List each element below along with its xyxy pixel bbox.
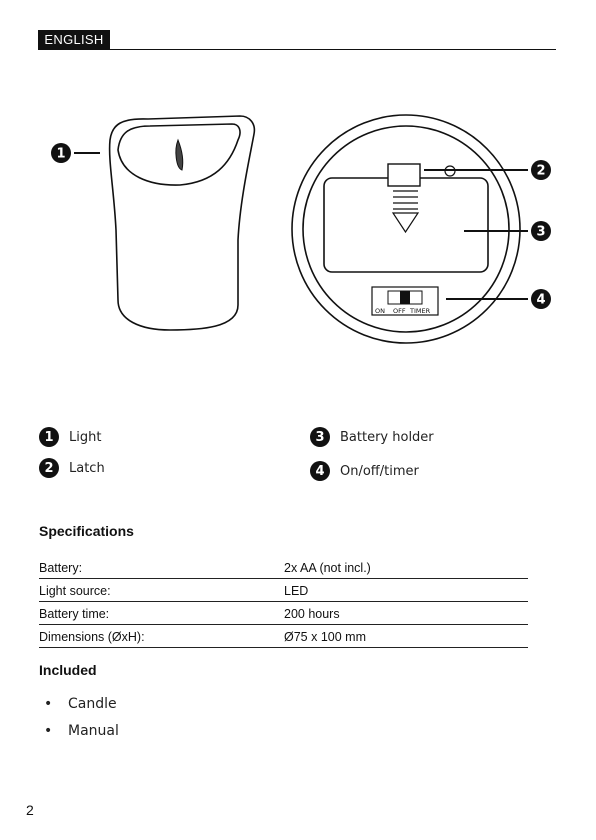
legend-item-on-off-timer: 4 On/off/timer [310, 460, 419, 482]
spec-label: Battery time: [39, 607, 109, 621]
spec-label: Battery: [39, 561, 82, 575]
legend-label: Light [69, 430, 101, 445]
included-item-label: Manual [68, 723, 119, 739]
spec-row-battery-time: Battery time: 200 hours [39, 602, 528, 625]
specifications-table: Battery: 2x AA (not incl.) Light source:… [39, 556, 528, 648]
svg-text:2: 2 [536, 164, 545, 179]
legend-label: On/off/timer [340, 464, 419, 479]
legend-number: 3 [310, 427, 330, 447]
list-item: • Manual [44, 717, 119, 744]
legend-number: 4 [310, 461, 330, 481]
switch-label-off: OFF [393, 307, 406, 315]
spec-row-battery: Battery: 2x AA (not incl.) [39, 556, 528, 579]
legend-label: Latch [69, 461, 105, 476]
specifications-heading: Specifications [39, 523, 134, 539]
list-item: • Candle [44, 690, 119, 717]
switch-label-on: ON [375, 307, 385, 315]
callout-3-badge: 3 [531, 221, 551, 241]
candle-drawing [110, 116, 255, 330]
svg-text:3: 3 [536, 225, 545, 240]
bullet-icon: • [44, 696, 68, 712]
page-number: 2 [26, 802, 34, 818]
legend-number: 1 [39, 427, 59, 447]
included-heading: Included [39, 662, 97, 678]
switch-label-timer: TIMER [409, 307, 431, 315]
legend-label: Battery holder [340, 430, 434, 445]
spec-value: LED [284, 584, 308, 598]
callout-2-badge: 2 [531, 160, 551, 180]
spec-row-light-source: Light source: LED [39, 579, 528, 602]
included-item-label: Candle [68, 696, 117, 712]
callout-4-badge: 4 [531, 289, 551, 309]
included-list: • Candle • Manual [44, 690, 119, 744]
spec-label: Light source: [39, 584, 111, 598]
spec-value: 200 hours [284, 607, 340, 621]
callout-1-badge: 1 [51, 143, 71, 163]
spec-value: 2x AA (not incl.) [284, 561, 371, 575]
header-rule [110, 49, 556, 50]
candle-base-drawing [292, 115, 520, 343]
spec-value: Ø75 x 100 mm [284, 630, 366, 644]
legend-item-light: 1 Light [39, 426, 101, 448]
bullet-icon: • [44, 723, 68, 739]
svg-text:1: 1 [56, 147, 65, 162]
legend-item-battery-holder: 3 Battery holder [310, 426, 434, 448]
legend-number: 2 [39, 458, 59, 478]
svg-text:4: 4 [536, 293, 545, 308]
spec-row-dimensions: Dimensions (ØxH): Ø75 x 100 mm [39, 625, 528, 648]
language-tag: ENGLISH [38, 30, 110, 50]
legend-item-latch: 2 Latch [39, 457, 105, 479]
spec-label: Dimensions (ØxH): [39, 630, 145, 644]
product-illustration: 1 ON OFF TIMER 2 3 4 [0, 100, 596, 360]
